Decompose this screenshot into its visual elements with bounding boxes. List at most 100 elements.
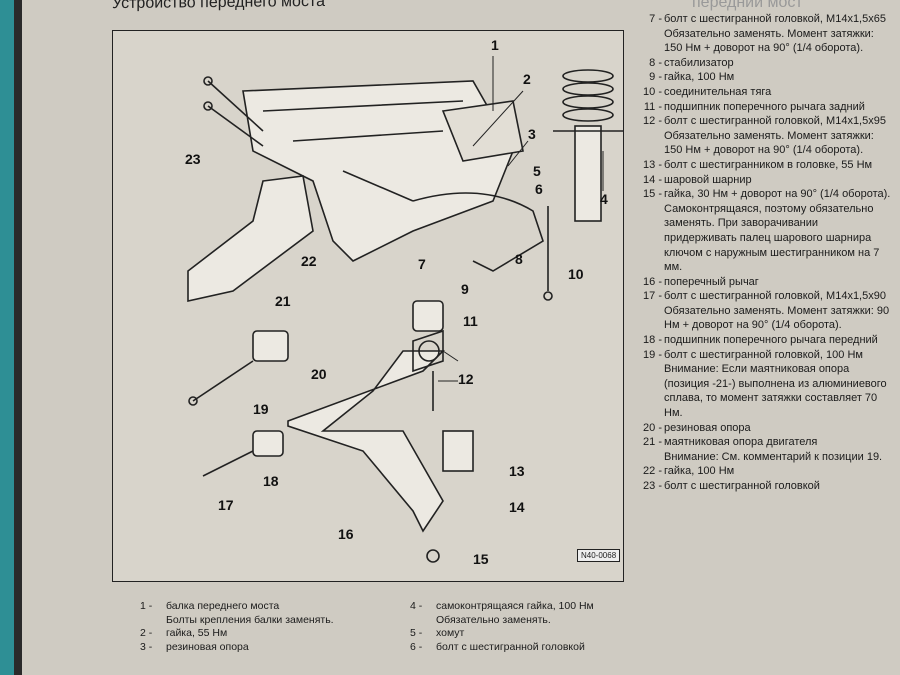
legend-item: 23 -болт с шестигранной головкой: [622, 479, 892, 494]
legend-item: 17 -болт с шестигранной головкой, М14х1,…: [622, 289, 892, 304]
figure-code: N40-0068: [577, 549, 621, 562]
binder-teal-edge: [0, 0, 14, 675]
callout-12: 12: [458, 371, 474, 387]
callout-1: 1: [491, 37, 499, 53]
nut-15: [426, 549, 440, 563]
legend-item-number: 9 -: [649, 71, 662, 84]
page-title: Устройство переднего моста: [112, 0, 325, 13]
legend-item: 8 -стабилизатор: [622, 56, 892, 71]
legend-item-text: соединительная тяга: [664, 85, 772, 98]
legend-item: 3 -резиновая опора: [140, 641, 390, 655]
rubber-mount-20: [252, 330, 289, 362]
legend-item: 5 - хомут: [410, 627, 660, 641]
legend-item: 6 - болт с шестигранной головкой: [410, 641, 660, 655]
page-title-right: передний мост: [692, 0, 803, 11]
legend-item-text: болт с шестигранной головкой: [664, 480, 820, 492]
legend-item-text: болт с шестигранной головкой, М14х1,5х95: [664, 115, 886, 128]
legend-item: 7 -болт с шестигранной головкой, М14х1,5…: [622, 12, 892, 27]
legend-item-number: 23 -: [643, 480, 662, 492]
callout-20: 20: [311, 366, 327, 382]
callout-18: 18: [263, 473, 279, 489]
legend-item-number: 8 -: [649, 56, 662, 69]
legend-item: 15 -гайка, 30 Нм + доворот на 90° (1/4 о…: [622, 187, 892, 202]
legend-item-note: Обязательно заменять. Момент затяжки: 15…: [664, 129, 874, 157]
legend-item: 2 - гайка, 55 Нм: [140, 627, 390, 641]
legend-item-note: Внимание: Если маятниковая опора (позици…: [664, 363, 887, 420]
legend-item-number: 20 -: [643, 421, 662, 434]
parts-legend-right: 7 -болт с шестигранной головкой, М14х1,5…: [622, 12, 892, 494]
legend-item: 16 -поперечный рычаг: [622, 275, 892, 290]
legend-item-text: гайка, 100 Нм: [664, 71, 735, 84]
legend-item-text: поперечный рычаг: [664, 275, 759, 288]
legend-item-number: 16 -: [643, 275, 662, 288]
legend-item-text: самоконтрящаяся гайка, 100 Нм: [436, 600, 594, 612]
legend-item-note: Обязательно заменять.: [436, 613, 551, 626]
legend-item: 1 -балка переднего моста: [140, 600, 390, 614]
legend-item-number: 11 -: [643, 100, 662, 113]
legend-item-text: гайка, 30 Нм + доворот на 90° (1/4 оборо…: [664, 188, 891, 201]
binder-shadow: [14, 0, 22, 675]
callout-23: 23: [185, 151, 201, 167]
legend-item-text: болт с шестигранной головкой, 100 Нм: [664, 348, 863, 361]
legend-item-number: 21 -: [643, 436, 662, 449]
legend-item-text: стабилизатор: [664, 56, 734, 69]
ball-joint: [442, 430, 474, 472]
legend-item-text: болт с шестигранником в головке, 55 Нм: [664, 158, 873, 171]
legend-item-text: резиновая опора: [664, 421, 751, 434]
legend-item-number: 5 -: [410, 627, 423, 639]
callout-11: 11: [463, 313, 478, 329]
legend-item-number: 19 -: [643, 348, 662, 361]
legend-item: 18 -подшипник поперечного рычага передни…: [622, 333, 892, 348]
legend-item-number: 2 -: [140, 627, 153, 639]
legend-item-text: гайка, 55 Нм: [166, 627, 228, 639]
legend-item-text: резиновая опора: [166, 640, 249, 653]
legend-item: 10 -соединительная тяга: [622, 85, 892, 100]
pendulum-mount: [187, 175, 314, 302]
manual-page: Устройство переднего моста передний мост: [22, 0, 900, 675]
spring-strut: [553, 69, 623, 222]
front-bushing-18: [252, 430, 284, 457]
legend-item-text: подшипник поперечного рычага задний: [664, 100, 865, 113]
legend-item-number: 18 -: [643, 334, 662, 347]
legend-item-text: болт с шестигранной головкой, М14х1,5х65: [664, 13, 886, 25]
legend-item-text: болт с шестигранной головкой: [436, 640, 585, 653]
legend-item: 13 -болт с шестигранником в головке, 55 …: [622, 158, 892, 173]
legend-item: 9 -гайка, 100 Нм: [622, 70, 892, 85]
legend-item: 4 - самоконтрящаяся гайка, 100 Нм: [410, 600, 660, 614]
legend-item-note: Внимание: См. комментарий к позиции 19.: [664, 450, 883, 463]
rear-bushing: [412, 300, 444, 332]
legend-item: 20 -резиновая опора: [622, 421, 892, 436]
callout-7: 7: [418, 256, 426, 272]
legend-item-number: 10 -: [643, 85, 662, 98]
callout-10: 10: [568, 266, 584, 282]
legend-item-number: 17 -: [643, 290, 662, 303]
callout-21: 21: [275, 293, 291, 309]
legend-item-number: 14 -: [643, 173, 662, 186]
callout-9: 9: [461, 281, 469, 297]
legend-item: 11 -подшипник поперечного рычага задний: [622, 100, 892, 115]
callout-16: 16: [338, 526, 354, 542]
callout-8: 8: [515, 251, 523, 267]
legend-item-text: гайка, 100 Нм: [664, 465, 735, 478]
legend-item-number: 1 -: [140, 600, 153, 612]
callout-19: 19: [253, 401, 269, 417]
legend-item-number: 4 -: [410, 600, 423, 612]
legend-item: 21 -маятниковая опора двигателя: [622, 435, 892, 450]
legend-item-number: 7 -: [649, 13, 662, 25]
legend-item-number: 15 -: [643, 188, 662, 201]
legend-item-text: болт с шестигранной головкой, М14х1,5х90: [664, 290, 886, 303]
legend-item: 12 -болт с шестигранной головкой, М14х1,…: [622, 114, 892, 129]
legend-item-number: 6 -: [410, 640, 423, 653]
legend-item-note: Обязательно заменять. Момент затяжки: 90…: [664, 304, 890, 332]
callout-14: 14: [509, 499, 525, 515]
legend-item-text: маятниковая опора двигателя: [664, 436, 818, 449]
diagram-drawing: [187, 56, 623, 563]
legend-item-text: хомут: [436, 627, 465, 639]
callout-17: 17: [218, 497, 234, 513]
legend-item-text: шаровой шарнир: [664, 173, 752, 186]
exploded-diagram: 1 2 3 4 5 6 7 8 9 10 11 12 13 14 15 16 1…: [112, 30, 624, 582]
legend-item-note: Болты крепления балки заменять.: [166, 613, 334, 626]
callout-22: 22: [301, 253, 317, 269]
